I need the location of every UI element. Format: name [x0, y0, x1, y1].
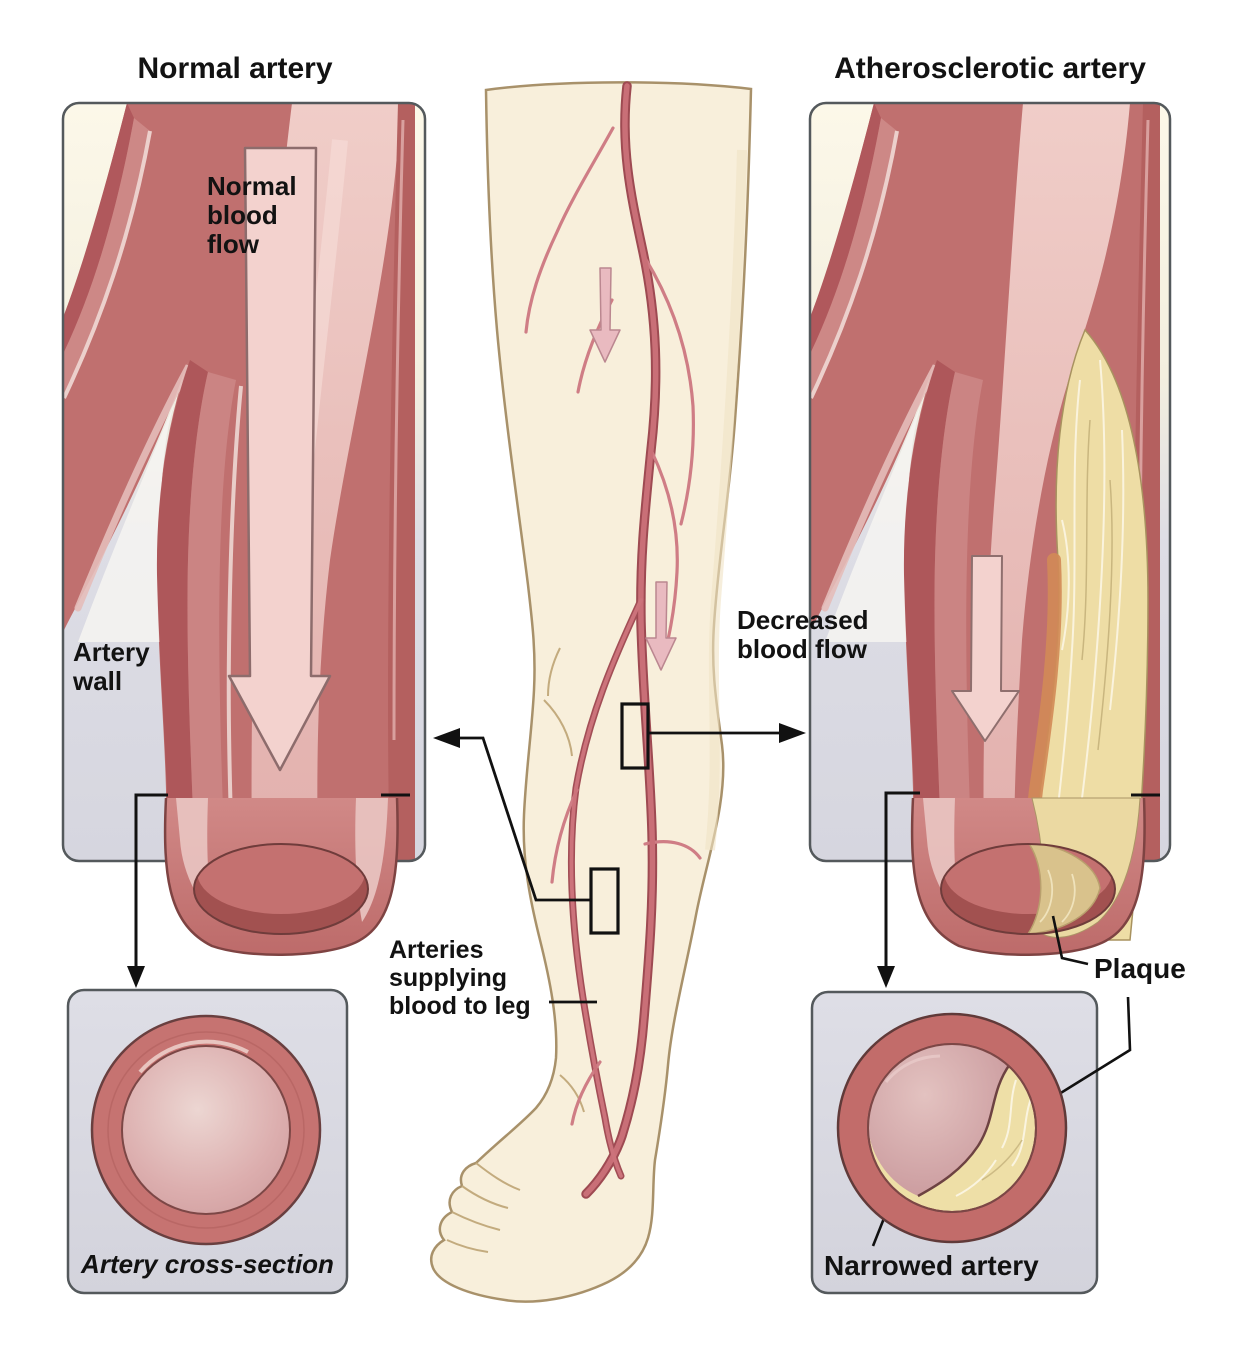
label-artery-wall: Artery wall [73, 637, 150, 697]
title-normal-artery: Normal artery [137, 52, 333, 85]
narrowed-lumen [868, 1044, 1010, 1196]
narrowed-cross-section [836, 1012, 1068, 1244]
label-arteries-supplying: Arteries supplying blood to leg [389, 936, 531, 1020]
leg-illustration [429, 81, 753, 1303]
leg-skin [429, 81, 753, 1303]
atherosclerotic-artery-tube-end [910, 797, 1146, 957]
title-atherosclerotic-artery: Atherosclerotic artery [834, 52, 1146, 85]
decreased-flow-arrow [951, 555, 1020, 742]
connector-arrowheads [127, 723, 895, 988]
normal-flow-arrow [227, 146, 332, 772]
atherosclerotic-artery-illustration [809, 103, 1160, 941]
sample-box-atherosclerotic [620, 702, 650, 770]
label-decreased-blood-flow: Decreased blood flow [737, 605, 869, 665]
label-artery-cross-section: Artery cross-section [81, 1249, 334, 1279]
leg-flow-arrow-lower [645, 581, 677, 671]
leg-flow-arrow-upper [589, 267, 621, 363]
normal-cross-section [90, 1014, 322, 1246]
normal-artery-illustration [62, 103, 415, 860]
label-plaque: Plaque [1094, 953, 1186, 984]
label-normal-blood-flow: Normal blood flow [207, 171, 297, 260]
label-narrowed-artery: Narrowed artery [824, 1250, 1039, 1281]
normal-artery-tube-end [163, 797, 399, 957]
leg-arteries [524, 81, 702, 1199]
